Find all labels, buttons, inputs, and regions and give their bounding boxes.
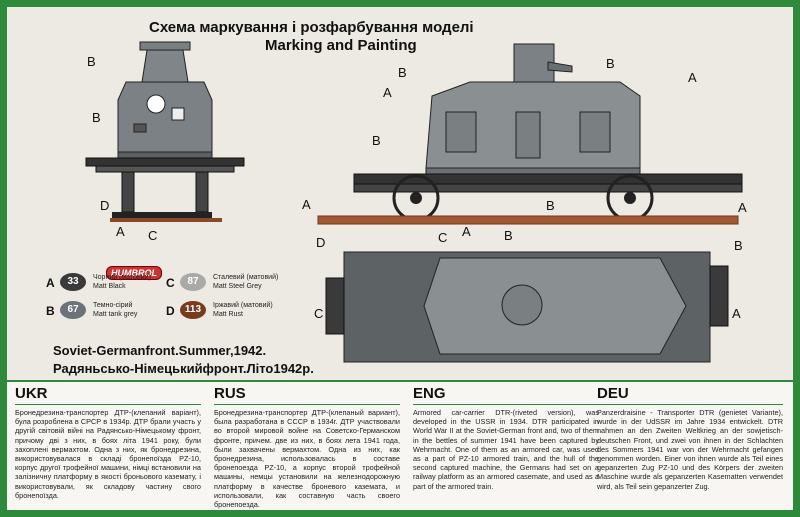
column-eng: ENG Armored car-carrier DTR-(riveted ver… [413,382,599,491]
column-text: Бронедрезина-транспортер ДТР-(клепаный в… [214,408,400,510]
callout-b: B [92,110,101,125]
swatch-c-name-en: Matt Steel Grey [213,283,262,290]
divider [214,404,400,405]
callout-b: B [546,198,555,213]
lang-heading: ENG [413,385,446,402]
swatch-d-name-en: Matt Rust [213,311,243,318]
callout-labels: B B D A C B A B B A A D B C A A B B C A [87,54,747,321]
front-caption-uk: Радяньсько-Німецькийфронт.Літо1942р. [53,361,314,376]
callout-c: C [148,228,157,243]
divider [597,404,783,405]
swatch-d-name-uk: Іржавий (матовий) [213,302,273,309]
swatch-b-name-en: Matt tank grey [93,311,138,318]
callout-a: A [688,70,697,85]
column-ukr: UKR Бронедрезина-транспортер ДТР-(клепан… [15,382,201,500]
callout-a: A [302,197,311,212]
lang-heading: UKR [15,385,48,402]
title-ukrainian: Схема маркування і розфарбування моделі [149,19,474,36]
top-view [325,251,729,363]
divider [15,404,201,405]
column-text: Panzerdraisine - Transporter DTR (geniet… [597,408,783,491]
callout-b: B [734,238,743,253]
swatch-a-name-en: Matt Black [93,283,126,290]
swatch-b-name-uk: Темно-сірий [93,302,133,309]
front-caption-en: Soviet-Germanfront.Summer,1942. [53,343,267,358]
lang-heading: DEU [597,385,629,402]
swatch-d: 113 [180,301,206,319]
swatch-b-letter: B [46,304,55,318]
callout-a: A [383,85,392,100]
swatch-c: 87 [180,273,206,291]
swatch-a-letter: A [46,276,55,290]
callout-d: D [316,235,325,250]
callout-b: B [606,56,615,71]
callout-b: B [398,65,407,80]
title-english: Marking and Painting [265,37,417,54]
drawing-panel: Схема маркування і розфарбування моделі … [7,7,793,380]
swatch-c-name-uk: Сталевий (матовий) [213,274,279,281]
swatch-a: 33 [60,273,86,291]
callout-b: B [87,54,96,69]
callout-a: A [462,224,471,239]
lang-heading: RUS [214,385,246,402]
callout-a: A [116,224,125,239]
humbrol-logo: HUMBROL [106,266,162,280]
swatch-c-letter: C [166,276,175,290]
text-panel: UKR Бронедрезина-транспортер ДТР-(клепан… [7,382,793,510]
callout-a: A [732,306,741,321]
column-text: Armored car-carrier DTR-(riveted version… [413,408,599,491]
column-deu: DEU Panzerdraisine - Transporter DTR (ge… [597,382,783,491]
callout-c: C [438,230,447,245]
column-rus: RUS Бронедрезина-транспортер ДТР-(клепан… [214,382,400,509]
swatch-a-name-uk: Чорний (матовий) [93,274,151,281]
side-view [317,43,743,225]
column-text: Бронедрезина-транспортер ДТР-(клепаний в… [15,408,201,500]
callout-b: B [504,228,513,243]
callout-d: D [100,198,109,213]
vehicle-drawings: B B D A C B A B B A A D B C A A B B C A [85,41,747,363]
callout-a: A [738,200,747,215]
front-view [85,41,245,222]
callout-b: B [372,133,381,148]
swatch-d-letter: D [166,304,175,318]
divider [413,404,599,405]
swatch-b: 67 [60,301,86,319]
callout-c: C [314,306,323,321]
